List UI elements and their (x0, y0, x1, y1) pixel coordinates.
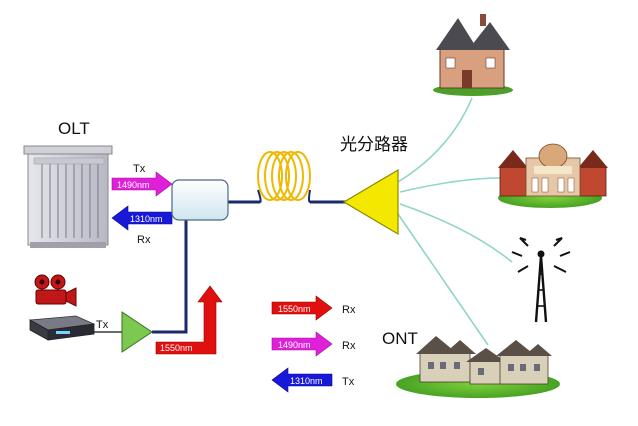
legend-label: Rx (342, 340, 356, 352)
radio-tower-icon (511, 237, 571, 323)
ont-label: ONT (382, 329, 418, 348)
olt-label: OLT (58, 119, 90, 138)
legend-item-1550: 1550nm Rx (271, 295, 356, 321)
legend-item-1490: 1490nm Rx (271, 331, 356, 357)
branch-to-tower (399, 203, 513, 263)
olt-rx-label: Rx (137, 234, 151, 246)
video-camera-icon (34, 274, 77, 307)
set-top-box-icon (28, 315, 96, 341)
branch-fibers (397, 97, 513, 346)
down-wavelength-text: 1490nm (117, 180, 150, 190)
house-icon (433, 14, 513, 96)
video-tx-label: Tx (96, 319, 109, 331)
branch-to-house (397, 97, 473, 183)
houses-icon (396, 336, 560, 398)
fiber-coil-icon (257, 151, 311, 203)
video-wavelength-text: 1550nm (160, 343, 193, 353)
splitter-label: 光分路器 (340, 135, 408, 154)
down-wavelength-arrow: 1490nm (111, 171, 173, 197)
legend-wavelength: 1550nm (278, 304, 311, 314)
legend: 1550nm Rx 1490nm Rx 1310nm Tx (271, 295, 356, 393)
up-wavelength-text: 1310nm (130, 214, 163, 224)
fiber-amp-to-coupler (152, 220, 188, 334)
main-fibers (152, 200, 348, 334)
coupler-box-icon (171, 179, 229, 221)
legend-item-1310: 1310nm Tx (271, 367, 355, 393)
branch-to-houses (397, 213, 489, 346)
olt-tx-label: Tx (133, 163, 146, 175)
legend-wavelength: 1310nm (290, 376, 323, 386)
legend-label: Rx (342, 304, 356, 316)
legend-label: Tx (342, 376, 355, 388)
video-wavelength-arrow: 1550nm (155, 285, 223, 355)
branch-to-college (399, 177, 501, 193)
legend-wavelength: 1490nm (278, 340, 311, 350)
college-icon (498, 143, 608, 208)
amplifier-icon (121, 311, 153, 353)
splitter-icon (342, 168, 399, 236)
up-wavelength-arrow: 1310nm (111, 205, 173, 231)
olt-rack-icon (23, 145, 113, 248)
